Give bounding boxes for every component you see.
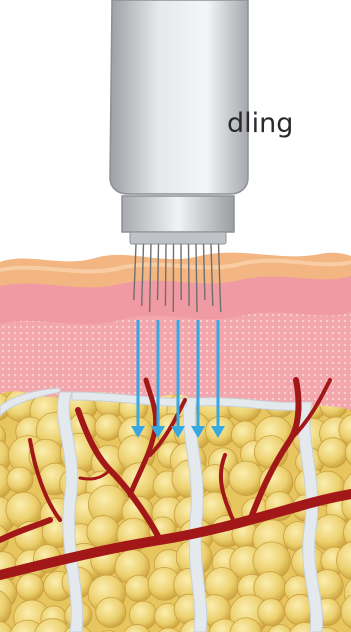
fat-cell bbox=[125, 575, 152, 602]
fat-cell bbox=[318, 438, 348, 468]
needle bbox=[158, 244, 159, 300]
fat-cell bbox=[16, 574, 43, 601]
skin-cross-section bbox=[0, 249, 351, 632]
needle bbox=[189, 244, 190, 306]
fat-cell bbox=[95, 414, 122, 441]
fat-cell bbox=[258, 599, 285, 626]
needle bbox=[165, 244, 166, 306]
fat-cell bbox=[96, 597, 126, 627]
fat-cell bbox=[201, 465, 230, 494]
fat-cell bbox=[7, 467, 33, 493]
fat-cell bbox=[229, 461, 263, 495]
needle bbox=[196, 244, 197, 312]
